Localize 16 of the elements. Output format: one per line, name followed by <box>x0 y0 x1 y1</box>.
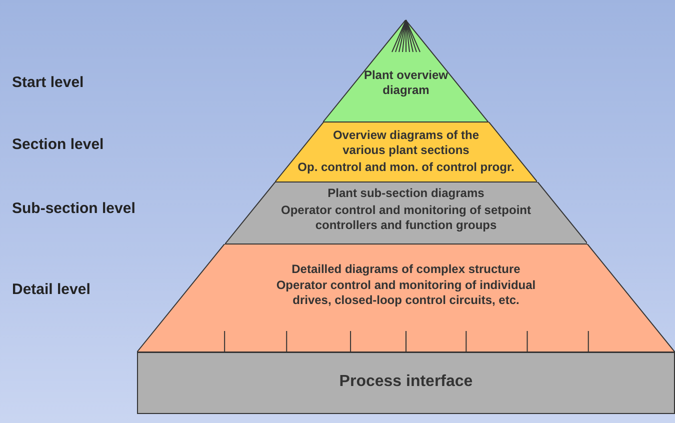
level-label: Detail level <box>12 281 90 298</box>
pyramid-band <box>137 244 675 352</box>
level-description: Operator control and monitoring of setpoint controllers and function groups <box>280 203 532 233</box>
level-label: Sub-section level <box>12 200 136 217</box>
pyramid-apex-level <box>323 20 489 122</box>
level-label: Section level <box>12 136 104 153</box>
level-heading: Detailled diagrams of complex structure <box>290 262 522 277</box>
level-description: Op. control and mon. of control progr. <box>296 160 516 175</box>
level-heading: Process interface <box>338 372 474 392</box>
process-interface-box <box>137 352 675 414</box>
level-label: Start level <box>12 74 84 91</box>
level-heading: Plant sub-section diagrams <box>326 186 486 201</box>
level-description: Operator control and monitoring of individual drives, closed-loop control circuits, etc. <box>275 278 537 308</box>
level-heading: Overview diagrams of the various plant sections <box>332 128 480 158</box>
level-heading: Plant overview diagram <box>362 68 449 98</box>
pyramid-band <box>274 122 538 182</box>
